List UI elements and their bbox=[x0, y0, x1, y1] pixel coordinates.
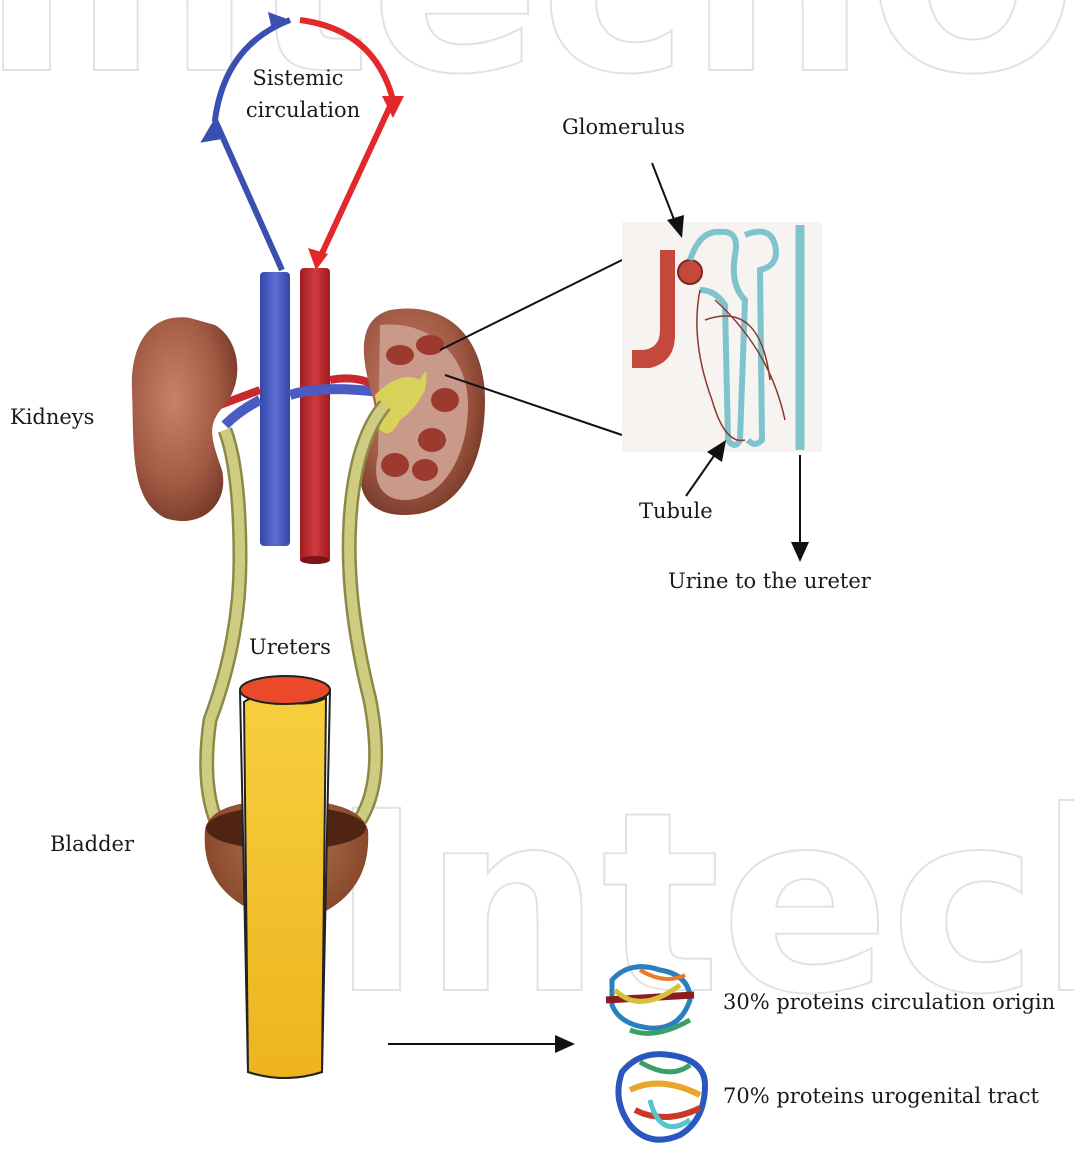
label-kidneys: Kidneys bbox=[10, 405, 94, 429]
glomerulus-ball bbox=[678, 260, 702, 284]
label-sistemic: Sistemic bbox=[252, 66, 343, 90]
urine-cup bbox=[240, 676, 330, 1078]
label-urine-to-ureter: Urine to the ureter bbox=[668, 569, 872, 593]
urine-fill bbox=[244, 695, 326, 1078]
label-protein-circulation: 30% proteins circulation origin bbox=[723, 990, 1055, 1014]
label-bladder: Bladder bbox=[50, 832, 135, 856]
watermark: IntechOpen IntechOpen bbox=[0, 0, 1074, 1049]
vena-cava bbox=[260, 272, 290, 546]
label-protein-urogenital: 70% proteins urogenital tract bbox=[723, 1084, 1039, 1108]
label-glomerulus: Glomerulus bbox=[562, 115, 685, 139]
label-circulation: circulation bbox=[246, 98, 360, 122]
urine-arrowhead bbox=[791, 542, 809, 562]
nephron-inset bbox=[622, 222, 822, 452]
protein-structure-2 bbox=[618, 1054, 705, 1140]
nephron-background bbox=[622, 222, 822, 452]
left-kidney bbox=[132, 317, 237, 521]
renal-vein-right bbox=[290, 389, 380, 395]
watermark-text-top: IntechOpen bbox=[0, 0, 1074, 129]
label-tubule: Tubule bbox=[639, 499, 713, 523]
aorta bbox=[300, 268, 330, 562]
label-ureters: Ureters bbox=[249, 635, 331, 659]
cup-lid bbox=[240, 676, 330, 704]
